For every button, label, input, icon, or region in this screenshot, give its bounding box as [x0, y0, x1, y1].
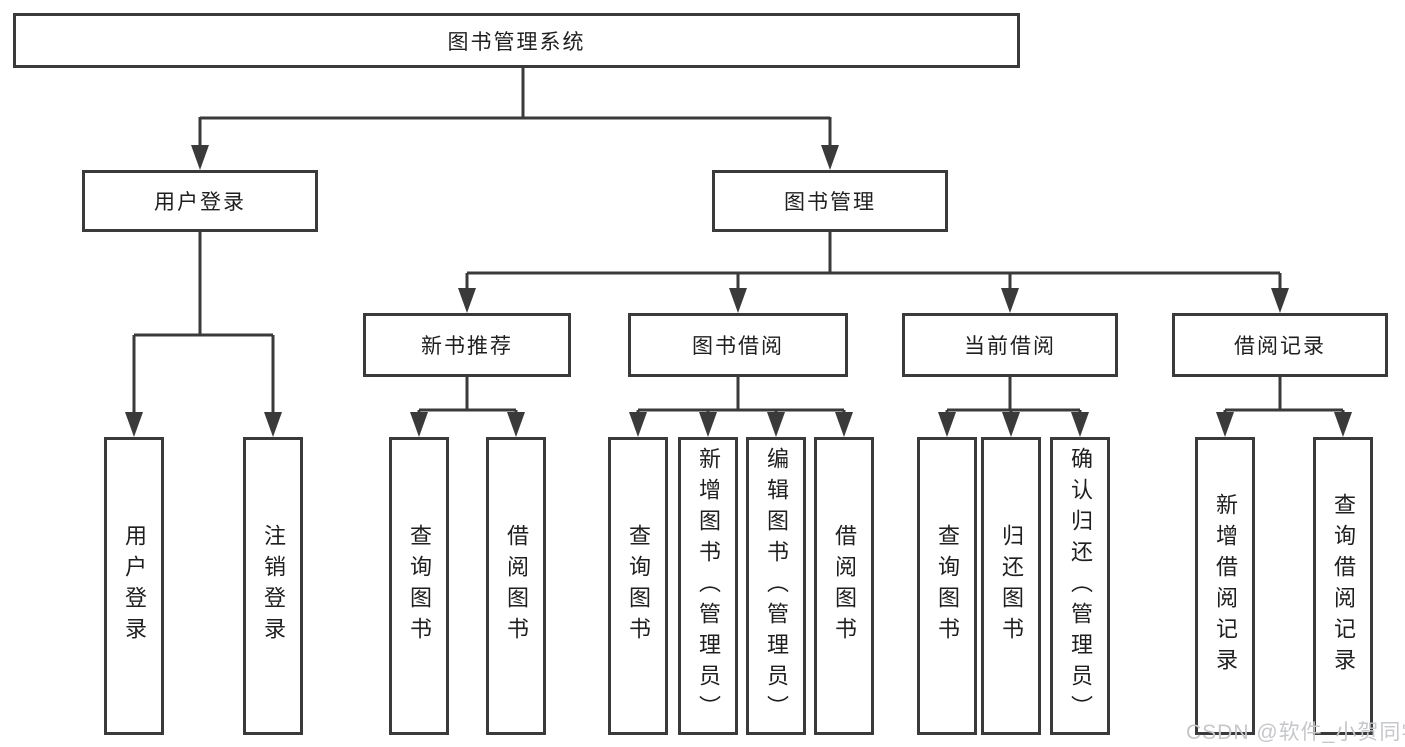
- root-node-box: 图书管理系统: [13, 13, 1020, 68]
- branch-book-management-box: 图书管理: [712, 170, 948, 232]
- leaf-borrow-books-recommend-label: 借阅图书: [504, 524, 529, 648]
- leaf-query-books-recommend-box: 查询图书: [389, 437, 449, 735]
- leaf-query-books-borrowing-label: 查询图书: [626, 524, 651, 648]
- leaf-query-books-current-box: 查询图书: [917, 437, 977, 735]
- branch-user-login-label: 用户登录: [154, 191, 246, 214]
- leaf-add-book-admin-label: 新增图书（管理员）: [696, 446, 721, 726]
- leaf-query-borrow-record-box: 查询借阅记录: [1313, 437, 1373, 735]
- section-book-borrowing-label: 图书借阅: [692, 335, 784, 358]
- section-current-borrowing-box: 当前借阅: [902, 313, 1118, 377]
- leaf-borrow-books-borrowing-label: 借阅图书: [832, 524, 857, 648]
- section-book-borrowing-box: 图书借阅: [628, 313, 848, 377]
- connector-arrowheads: [125, 145, 1352, 437]
- leaf-query-books-borrowing-box: 查询图书: [608, 437, 668, 735]
- section-new-book-recommendation-box: 新书推荐: [363, 313, 571, 377]
- leaf-edit-book-admin-label: 编辑图书（管理员）: [764, 446, 789, 726]
- section-current-borrowing-label: 当前借阅: [964, 335, 1056, 358]
- watermark: CSDN @软件_小贺同学: [1186, 721, 1405, 744]
- leaf-add-borrow-record-label: 新增借阅记录: [1213, 493, 1238, 679]
- leaf-logout-label: 注销登录: [261, 524, 286, 648]
- section-borrowing-records-label: 借阅记录: [1234, 335, 1326, 358]
- leaf-user-login-label: 用户登录: [122, 524, 147, 648]
- section-borrowing-records-box: 借阅记录: [1172, 313, 1388, 377]
- leaf-query-books-recommend-label: 查询图书: [407, 524, 432, 648]
- leaf-return-books-label: 归还图书: [999, 524, 1024, 648]
- root-node-label: 图书管理系统: [447, 30, 586, 54]
- section-new-book-recommendation-label: 新书推荐: [421, 335, 513, 358]
- leaf-add-borrow-record-box: 新增借阅记录: [1195, 437, 1255, 735]
- branch-book-management-label: 图书管理: [784, 191, 876, 214]
- leaf-add-book-admin-box: 新增图书（管理员）: [678, 437, 738, 735]
- leaf-return-books-box: 归还图书: [981, 437, 1041, 735]
- leaf-confirm-return-admin-box: 确认归还（管理员）: [1050, 437, 1110, 735]
- branch-user-login-box: 用户登录: [82, 170, 318, 232]
- leaf-confirm-return-admin-label: 确认归还（管理员）: [1068, 446, 1093, 726]
- leaf-query-borrow-record-label: 查询借阅记录: [1331, 493, 1356, 679]
- leaf-edit-book-admin-box: 编辑图书（管理员）: [746, 437, 806, 735]
- leaf-query-books-current-label: 查询图书: [935, 524, 960, 648]
- leaf-user-login-box: 用户登录: [104, 437, 164, 735]
- leaf-logout-box: 注销登录: [243, 437, 303, 735]
- leaf-borrow-books-borrowing-box: 借阅图书: [814, 437, 874, 735]
- leaf-borrow-books-recommend-box: 借阅图书: [486, 437, 546, 735]
